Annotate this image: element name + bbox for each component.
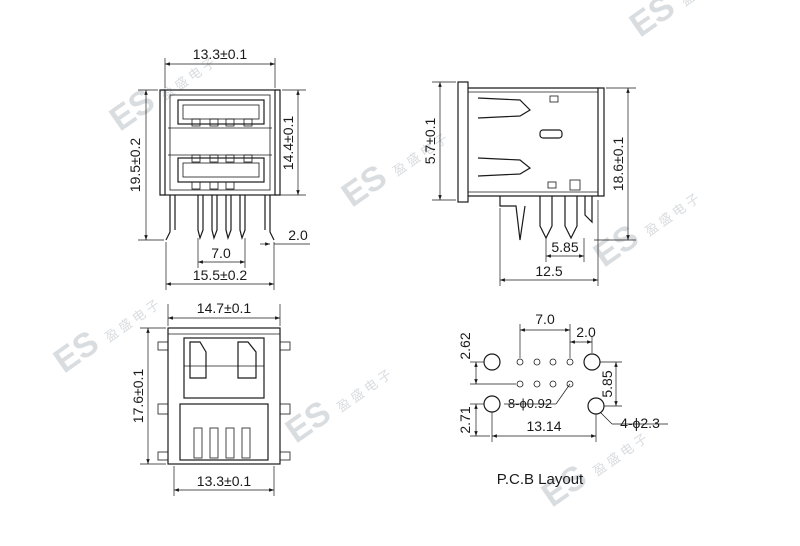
side-view-flange — [457, 81, 469, 203]
pcb-pin-hole — [516, 358, 524, 366]
top-view-pitch: 7.0 — [211, 245, 231, 261]
top-view-width-bottom: 15.5±0.2 — [193, 267, 248, 283]
front-view-width-bottom: 13.3±0.1 — [197, 473, 252, 489]
top-view-offset: 2.0 — [288, 227, 308, 243]
watermark-text: 盈 盛 电 子 — [590, 431, 650, 479]
pcb-mount-hole — [583, 353, 601, 371]
side-view: 5.7±0.1 18.6±0.1 5.85 12.5 — [422, 81, 636, 286]
watermark-logo: ES — [335, 157, 394, 214]
top-view-lower-port — [177, 157, 265, 183]
side-view-height-left: 5.7±0.1 — [422, 117, 438, 164]
pcb-caption: P.C.B Layout — [497, 471, 584, 488]
pcb-height-bottom: 2.71 — [457, 406, 473, 433]
pcb-mount-hole — [483, 353, 501, 371]
pcb-span: 13.14 — [526, 418, 561, 434]
side-view-body — [468, 87, 599, 197]
watermark-text: 盈 盛 电 子 — [390, 131, 450, 179]
front-view: 14.7±0.1 17.6±0.1 13.3±0.1 — [130, 300, 291, 496]
watermark-text: 盈 盛 电 子 — [102, 297, 162, 345]
pcb-mount-hole-spec: 4-ϕ2.3 — [620, 415, 660, 431]
watermark-text: 盈 盛 电 子 — [642, 191, 702, 239]
pcb-pin-hole — [566, 358, 574, 366]
pcb-pin-hole — [533, 380, 541, 388]
watermark-logo: ES — [623, 0, 682, 45]
front-view-body — [167, 327, 281, 465]
watermark-logo: ES — [587, 217, 646, 274]
pcb-pin-hole — [549, 358, 557, 366]
pcb-layout: 7.0 2.0 2.62 5.85 2.71 8-ϕ0.92 4-ϕ2.3 13… — [457, 311, 668, 488]
top-view-height-left: 19.5±0.2 — [127, 138, 143, 193]
watermark-text: 盈 盛 电 子 — [678, 0, 738, 9]
pcb-pin-hole — [566, 380, 574, 388]
pcb-mount-hole — [483, 395, 501, 413]
pcb-pin-hole — [516, 380, 524, 388]
front-view-width-top: 14.7±0.1 — [197, 300, 252, 316]
front-view-height-left: 17.6±0.1 — [130, 369, 146, 424]
pcb-height-top: 2.62 — [457, 332, 473, 359]
pcb-row-spacing: 5.85 — [599, 370, 615, 397]
pcb-hole-spec: 8-ϕ0.92 — [508, 396, 552, 411]
watermark-logo: ES — [279, 393, 338, 450]
top-view-width-top: 13.3±0.1 — [193, 46, 248, 62]
pcb-mount-hole — [587, 397, 605, 415]
front-view-lower-port — [179, 403, 269, 461]
watermark-logo: ES — [47, 323, 106, 380]
side-view-depth: 12.5 — [535, 263, 562, 279]
watermark-group: ES 盈 盛 电 子 ES 盈 盛 电 子 ES 盈 盛 电 子 ES 盈 盛 … — [47, 0, 738, 515]
side-view-height-right: 18.6±0.1 — [610, 137, 626, 192]
top-view-upper-port — [177, 99, 265, 125]
top-view: 13.3±0.1 19.5±0.2 14.4±0.1 7.0 2.0 15.5±… — [127, 46, 310, 290]
watermark-text: 盈 盛 电 子 — [334, 367, 394, 415]
top-view-body — [164, 89, 276, 196]
pcb-pitch: 7.0 — [535, 311, 555, 327]
top-view-height-right: 14.4±0.1 — [280, 116, 296, 171]
pcb-offset: 2.0 — [576, 324, 596, 340]
side-view-pin-spacing: 5.85 — [551, 239, 578, 255]
pcb-pin-hole — [533, 358, 541, 366]
pcb-pin-hole — [549, 380, 557, 388]
